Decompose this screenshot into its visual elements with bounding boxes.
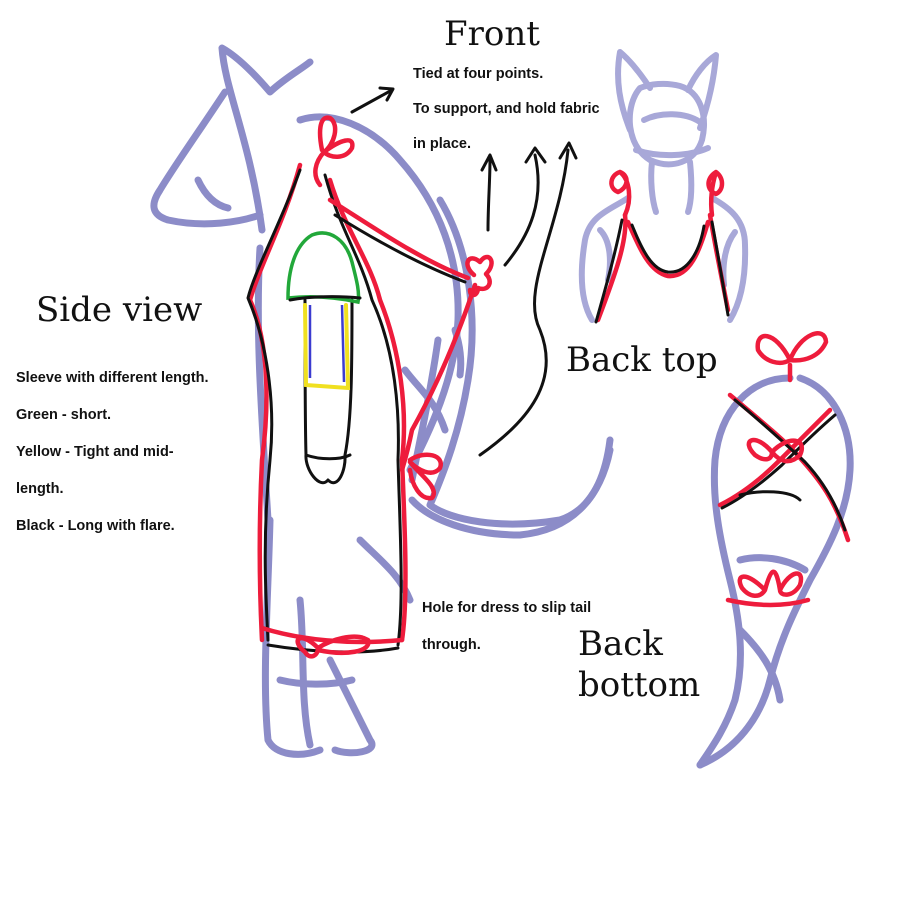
back-top-creature (578, 49, 749, 323)
sleeve-legend-line: length. (16, 481, 64, 497)
tail-hole-note-line: through. (422, 637, 481, 653)
tail-hole-note: Hole for dress to slip tail through. (422, 600, 591, 674)
sleeve-legend-line: Black - Long with flare. (16, 518, 175, 534)
back-top-dress (594, 169, 731, 324)
back-bottom-title-line2: bottom (578, 665, 701, 705)
front-title: Front (444, 14, 540, 54)
sleeve-legend-line: Yellow - Tight and mid- (16, 444, 174, 460)
tail-hole-note-line: Hole for dress to slip tail (422, 600, 592, 616)
side-view-title: Side view (36, 290, 203, 330)
back-bottom-title-line1: Back (578, 624, 663, 664)
front-note-line: in place. (413, 136, 472, 152)
side-view-dress (246, 115, 494, 659)
direction-arrows (350, 86, 578, 457)
back-bottom-title: Back bottom (578, 624, 700, 706)
back-top-title: Back top (566, 340, 718, 380)
front-note-line: To support, and hold fabric (413, 101, 600, 117)
back-bottom-creature (696, 374, 854, 769)
back-bottom-dress (717, 331, 851, 608)
sleeve-legend-line: Sleeve with different length. (16, 370, 209, 386)
sleeve-legend-line: Green - short. (16, 407, 112, 423)
sleeve-legend: Sleeve with different length. Green - sh… (16, 370, 209, 555)
side-view-sleeve (286, 231, 362, 484)
front-note-line: Tied at four points. (413, 66, 544, 82)
front-note: Tied at four points. To support, and hol… (413, 66, 600, 171)
side-view-creature (150, 44, 614, 758)
